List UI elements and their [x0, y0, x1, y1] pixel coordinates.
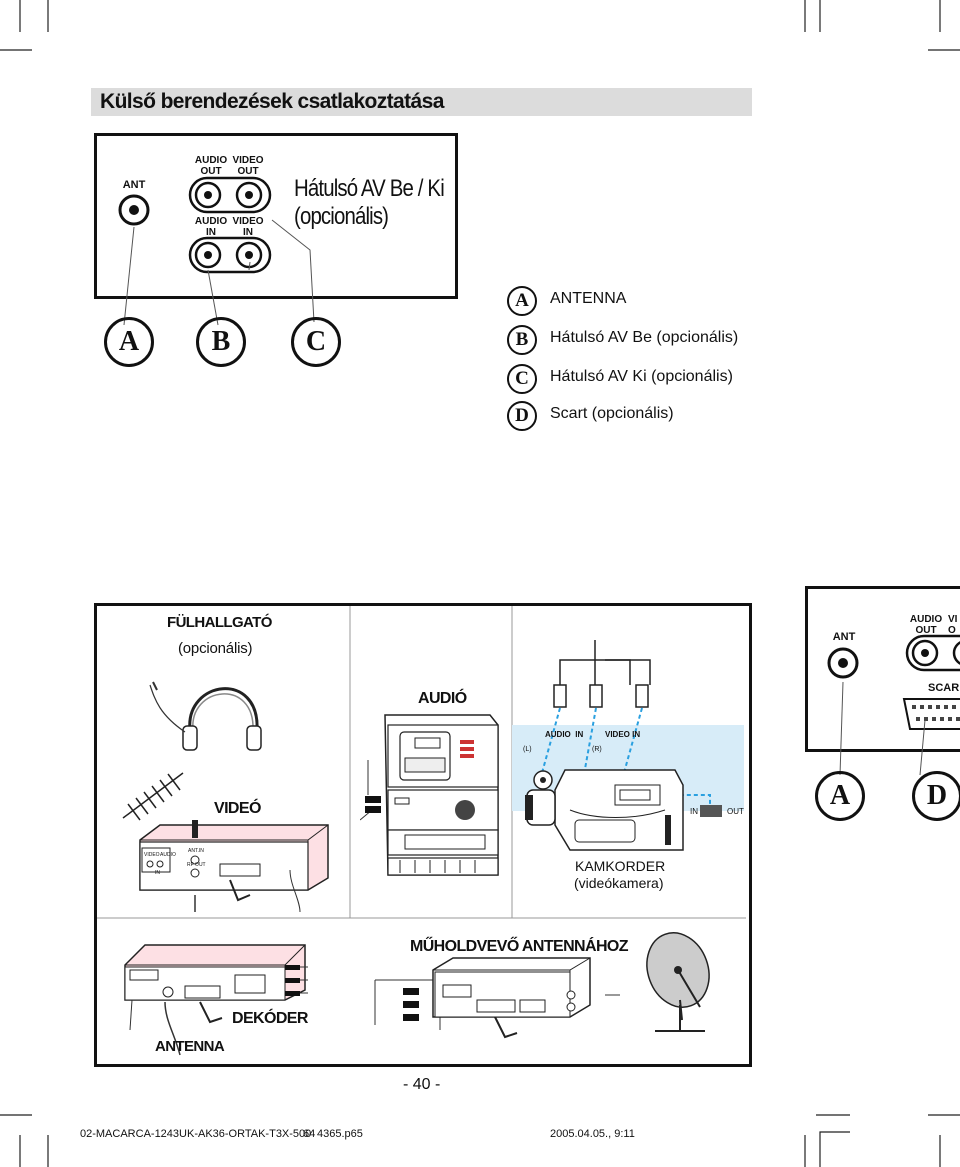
ant-jack: [118, 194, 150, 226]
right-scart-connector: [902, 698, 960, 730]
right-leader-lines: [839, 681, 926, 776]
right-ant-jack: [827, 647, 859, 679]
vcr-video-label: VIDEO: [144, 852, 160, 858]
vcr-icon: [139, 820, 329, 913]
camcorder-icon: [525, 769, 684, 851]
legend-letter-c: C: [507, 364, 537, 394]
cam-audio-in-label: AUDIO IN: [545, 730, 584, 739]
decoder-label: DEKÓDER: [232, 1010, 308, 1027]
right-video-label: VI O: [948, 614, 960, 636]
video-in-label-1: VIDEO: [232, 216, 264, 227]
headphones-icon: [149, 681, 262, 751]
footer-file-overlap: 64: [303, 1128, 316, 1140]
right-av-jacks: [905, 634, 960, 672]
legend-text-c: Hátulsó AV Ki (opcionális): [550, 368, 733, 385]
vcr-antin-label: ANT.IN: [188, 848, 204, 854]
audio-out-label: AUDIO OUT: [193, 155, 229, 177]
page-title: Külső berendezések csatlakoztatása: [100, 90, 444, 113]
right-ant-label: ANT: [832, 631, 856, 643]
legend-letter-d: D: [507, 401, 537, 431]
footer-date: 2005.04.05., 9:11: [550, 1128, 635, 1140]
ant-label: ANT: [122, 179, 146, 191]
vcr-rfout-label: RF OUT: [187, 862, 206, 868]
satellite-label: MŰHOLDVEVŐ ANTENNÁHOZ: [410, 938, 629, 955]
callout-b: B: [196, 317, 246, 367]
antenna-icon: [122, 772, 184, 821]
legend-letter-a: A: [507, 286, 537, 316]
audio-in-label-2: IN: [206, 227, 216, 238]
right-callout-a: A: [815, 771, 865, 821]
footer-file: 02-MACARCA-1243UK-AK36-ORTAK-T3X-500: [80, 1128, 312, 1140]
antenna-label: ANTENNA: [155, 1038, 225, 1055]
video-in-label-2: IN: [243, 227, 253, 238]
video-out-label: VIDEO OUT: [230, 155, 266, 177]
satellite-dish-icon: [605, 932, 710, 1032]
page-number: - 40 -: [403, 1076, 441, 1093]
headphone-label-2: (opcionális): [178, 640, 253, 657]
right-audio-label: AUDIO OUT: [907, 614, 945, 636]
cam-in-label: IN: [690, 807, 698, 816]
video-label: VIDEÓ: [214, 800, 261, 817]
vcr-in-label: IN: [155, 870, 160, 876]
right-audio-label-2: OUT: [915, 625, 937, 636]
audio-out-label-2: OUT: [200, 166, 222, 177]
av-caption-2: (opcionális): [294, 203, 389, 230]
right-video-label-1: VI: [948, 614, 958, 625]
camcorder-label-1: KAMKORDER: [575, 858, 666, 874]
decoder-icon: [124, 944, 308, 1056]
cam-r-label: (R): [592, 746, 602, 753]
video-out-label-1: VIDEO: [232, 155, 264, 166]
legend-letter-b: B: [507, 325, 537, 355]
right-callout-d: D: [912, 771, 960, 821]
video-in-label: VIDEO IN: [230, 216, 266, 238]
cam-video-in-label: VIDEO IN: [605, 730, 641, 739]
top-connector-panel: [94, 133, 458, 299]
stereo-system-icon: [360, 714, 499, 876]
cam-out-label: OUT: [727, 807, 744, 816]
right-scart-label: SCAR: [928, 682, 960, 694]
right-video-label-2: O: [948, 625, 956, 636]
audio-in-label-1: AUDIO: [194, 216, 228, 227]
cam-l-label: (L): [523, 746, 532, 753]
av-caption-1: Hátulsó AV Be / Ki: [294, 175, 445, 202]
legend-text-d: Scart (opcionális): [550, 405, 674, 422]
audio-in-label: AUDIO IN: [193, 216, 229, 238]
camcorder-label-2: (videókamera): [574, 875, 664, 891]
vcr-audio-label: AUDIO: [160, 852, 176, 858]
footer-file-tail: 4365.p65: [317, 1128, 363, 1140]
audio-label: AUDIÓ: [418, 690, 467, 707]
callout-c: C: [291, 317, 341, 367]
legend-text-a: ANTENNA: [550, 290, 627, 307]
satellite-receiver-icon: [374, 957, 591, 1039]
headphone-label-1: FÜLHALLGATÓ: [167, 614, 272, 631]
video-out-label-2: OUT: [237, 166, 259, 177]
audio-out-label-1: AUDIO: [194, 155, 228, 166]
callout-a: A: [104, 317, 154, 367]
legend-text-b: Hátulsó AV Be (opcionális): [550, 329, 739, 346]
title-bar: [91, 88, 752, 116]
leader-lines: [123, 219, 315, 326]
right-audio-label-1: AUDIO: [909, 614, 943, 625]
